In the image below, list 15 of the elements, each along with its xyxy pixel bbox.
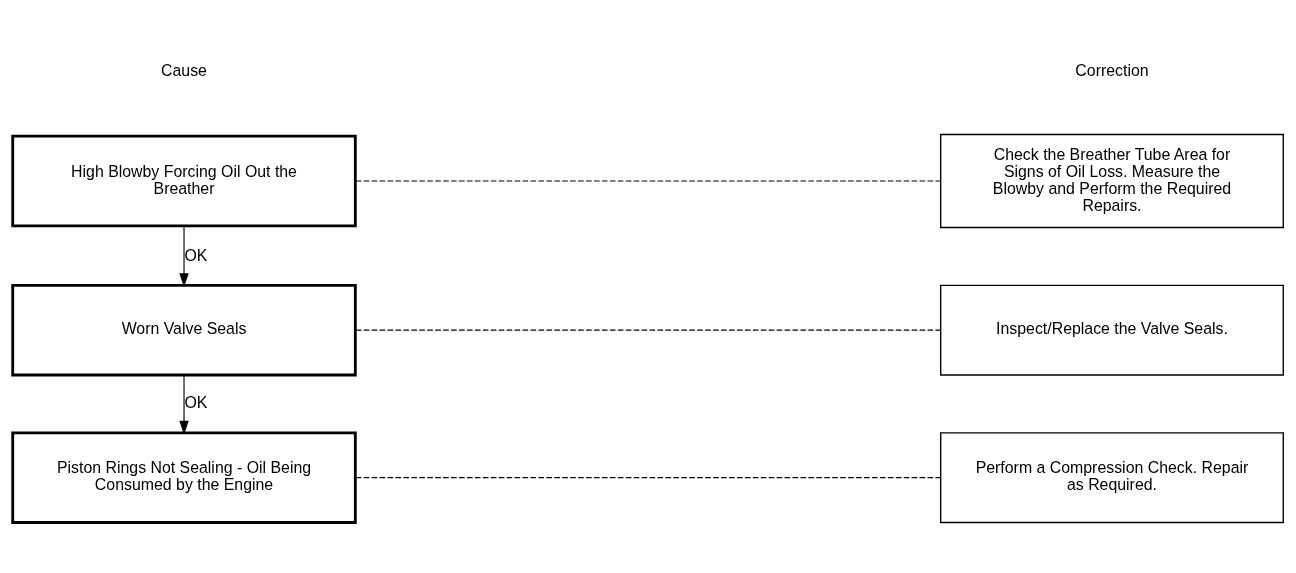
node-box: Worn Valve Seals xyxy=(11,283,357,377)
arrow xyxy=(179,225,189,287)
label: Cause xyxy=(161,61,207,79)
connector xyxy=(355,180,942,182)
edge-label: OK xyxy=(184,394,208,412)
arrow xyxy=(179,374,189,435)
node-box: Inspect/Replace the Valve Seals. xyxy=(940,284,1284,376)
node-box: Check the Breather Tube Area for Signs of Oil Loss. Measure the Blowby and Perform the Required Repairs. xyxy=(940,133,1284,229)
label: Correction xyxy=(1075,61,1149,79)
connector xyxy=(355,329,942,331)
node-box: Perform a Compression Check. Repair as Required. xyxy=(940,432,1284,524)
node-box: Piston Rings Not Sealing - Oil Being Consumed by the Engine xyxy=(11,431,357,524)
edge-label: OK xyxy=(184,246,208,264)
connector xyxy=(355,477,942,479)
node-box: High Blowby Forcing Oil Out the Breather xyxy=(11,134,357,228)
